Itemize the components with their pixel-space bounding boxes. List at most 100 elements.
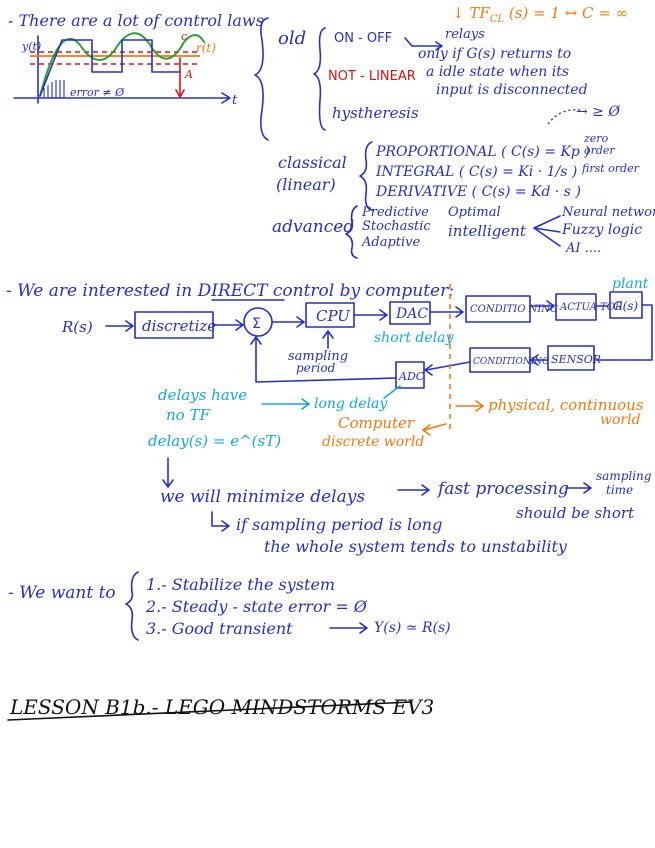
intelligent-branches — [533, 215, 561, 247]
ai-label: AI .... — [565, 241, 601, 256]
conditioning-bottom-label: CONDITIONING — [473, 357, 549, 367]
hysteresis-label: hystheresis — [332, 104, 419, 122]
rs-label: R(s) — [61, 318, 93, 336]
plant-label: G(s) — [613, 299, 638, 313]
adaptive-label: Adaptive — [361, 235, 421, 250]
intro-title: - There are a lot of control laws — [8, 11, 264, 30]
relays-note-1: only if G(s) returns to — [418, 46, 571, 62]
if-long-arrow — [211, 511, 230, 532]
actuator-label: ACTUA TOR — [559, 302, 623, 313]
proportional-label: PROPORTIONAL ( C(s) = Kp ) — [375, 144, 590, 160]
cpu-arrow — [353, 309, 388, 321]
fuzzy-logic-label: Fuzzy logic — [561, 222, 642, 238]
fast-arrow — [565, 482, 592, 494]
optimal-label: Optimal — [448, 205, 501, 220]
physical-label-1: physical, continuous — [488, 396, 644, 414]
zero-order-1: zero — [583, 132, 609, 145]
delays-have-1: delays have — [158, 386, 247, 404]
relays-note-2: a idle state when its — [426, 64, 569, 80]
conditioning-top-label: CONDITIO NING — [470, 304, 558, 315]
tfcl-note: ↓ TFCL (s) = 1 ↔ C = ∞ — [452, 4, 628, 25]
delays-have-2: no TF — [166, 406, 210, 424]
classical-label-2: (linear) — [276, 175, 336, 194]
long-delay-arrow — [261, 398, 311, 410]
advanced-label: advanced — [272, 217, 354, 237]
direct-title: - We are interested in DIRECT control by… — [6, 281, 454, 301]
minimize-arrow — [397, 484, 430, 496]
conditioning-bottom-block — [469, 347, 531, 373]
step-response-graph: y(t) t r(t) c A error ≠ Ø — [13, 30, 238, 108]
sum-arrow — [271, 316, 305, 328]
old-label: old — [278, 28, 306, 49]
graph-error-label: error ≠ Ø — [70, 86, 125, 99]
arrow-zero: → ≥ Ø — [576, 104, 620, 120]
conditioning-top-block — [465, 295, 531, 323]
long-delay-pointer — [383, 385, 401, 399]
predictive-label: Predictive — [361, 205, 429, 220]
transient-result: Y(s) ≃ R(s) — [374, 620, 451, 636]
neural-network-label: Neural network — [561, 205, 655, 220]
sensor-label: SENSOR — [551, 353, 601, 366]
graph-t-arrow — [221, 92, 231, 104]
dac-label: DAC — [395, 306, 428, 322]
conditioning-bottom-arrow — [424, 361, 471, 376]
lesson-underline — [7, 701, 413, 721]
lesson-title: LESSON B1b.- LEGO MINDSTORMS EV3 — [9, 695, 434, 719]
sampling-label-2: period — [296, 361, 336, 375]
not-linear-label: NOT - LINEAR — [328, 69, 416, 84]
transient-arrow — [329, 622, 368, 634]
relay-curve — [39, 39, 181, 97]
integral-label: INTEGRAL ( C(s) = Ki · 1/s ) — [375, 164, 577, 180]
response-curve — [39, 32, 205, 97]
graph-t-label: t — [232, 93, 238, 108]
want-item-2: 2.- Steady - state error = Ø — [145, 597, 368, 616]
classical-label-1: classical — [278, 153, 347, 172]
want-item-1: 1.- Stabilize the system — [146, 575, 335, 594]
sampling-time-1: sampling — [596, 469, 652, 483]
output-line — [595, 304, 653, 361]
computer-label-1: Computer — [338, 414, 415, 432]
graph-r-label: r(t) — [196, 41, 216, 55]
old-brace — [313, 27, 326, 131]
adc-label: ADC — [398, 370, 425, 383]
computer-arrow — [421, 423, 447, 436]
relays-label: relays — [445, 27, 485, 42]
if-long-2: the whole system tends to unstability — [264, 537, 568, 556]
stochastic-label: Stochastic — [362, 219, 431, 234]
dac-block — [389, 301, 431, 325]
sensor-block — [547, 345, 595, 371]
graph-c-label: c — [181, 30, 187, 43]
computer-label-2: discrete world — [322, 434, 424, 450]
sensor-arrow — [530, 354, 549, 366]
sampling-arrow — [322, 330, 334, 349]
if-long-1: if sampling period is long — [236, 515, 442, 534]
long-delay-label: long delay — [314, 396, 388, 412]
actuator-block — [555, 293, 597, 321]
sum-label: Σ — [252, 316, 261, 332]
should-short-label: should be short — [516, 504, 635, 522]
classical-brace — [359, 141, 373, 211]
delay-formula: delay(s) = e^(sT) — [148, 432, 281, 450]
sampling-time-2: time — [606, 483, 633, 497]
first-order-label: first order — [581, 162, 640, 175]
physical-label-2: world — [600, 412, 641, 428]
conditioning-arrow — [529, 300, 555, 312]
zero-order-2: order — [584, 144, 615, 157]
relays-arrow — [404, 37, 441, 47]
dac-arrow — [429, 306, 464, 318]
fast-processing-label: fast processing — [436, 479, 569, 499]
want-title: - We want to — [8, 583, 116, 603]
minimize-down-arrow — [162, 457, 174, 488]
physical-arrow — [455, 400, 485, 412]
short-delay-label: short delay — [374, 330, 454, 346]
plant-caption: plant — [612, 276, 649, 292]
feedback-line — [250, 336, 397, 383]
cpu-label: CPU — [316, 307, 351, 325]
derivative-label: DERIVATIVE ( C(s) = Kd · s ) — [375, 184, 581, 200]
graph-y-label: y(t) — [21, 40, 41, 53]
sampling-label-1: sampling — [288, 349, 348, 364]
intro-brace — [254, 17, 269, 141]
rs-arrow — [105, 320, 134, 332]
advanced-brace — [345, 205, 358, 259]
